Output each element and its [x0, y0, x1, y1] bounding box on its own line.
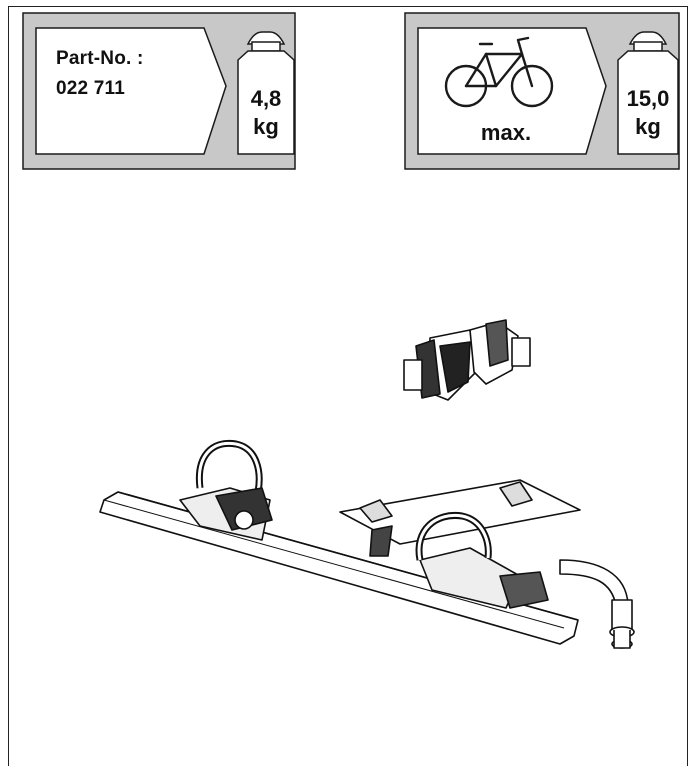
- product-weight-value: 4,8: [250, 86, 282, 111]
- page-frame: [8, 6, 688, 766]
- bicycle-icon: [444, 36, 554, 108]
- part-number-value: 022 711: [56, 78, 126, 99]
- bike-carrier-rail: [99, 439, 635, 649]
- part-number-label: Part-No. :: [56, 48, 144, 69]
- bike-caption: max.: [480, 120, 532, 145]
- part-badge-graphic: [22, 12, 296, 170]
- max-load-unit: kg: [635, 114, 661, 139]
- product-weight-unit: kg: [253, 114, 279, 139]
- part-number-badge: Part-No. : 022 711 4,8 kg: [22, 12, 296, 170]
- max-load-badge: max. 15,0 kg: [404, 12, 680, 170]
- weight-icon: [617, 31, 679, 155]
- weight-icon: [237, 31, 295, 155]
- max-load-value: 15,0: [626, 86, 670, 111]
- load-badge-graphic: [404, 12, 680, 170]
- wheel-holder-accessory: [403, 319, 531, 401]
